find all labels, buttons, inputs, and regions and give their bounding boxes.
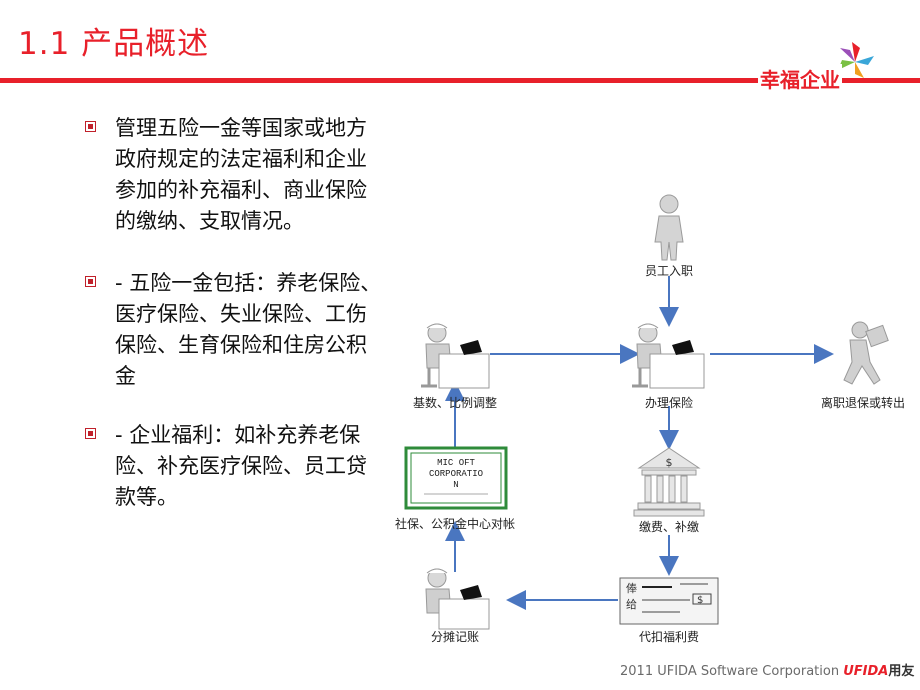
certificate-icon: MIC OFT CORPORATIO N: [404, 446, 508, 510]
node-label-leave: 离职退保或转出: [820, 396, 906, 410]
certificate-line: CORPORATIO: [429, 469, 483, 479]
desk-worker-icon: [421, 323, 490, 389]
desk-worker-icon: [425, 568, 490, 630]
node-label-onboard: 员工入职: [644, 264, 694, 278]
slide-title: 1.1 产品概述: [18, 26, 210, 62]
ufida-logo-text: UFIDA: [843, 664, 889, 679]
bullet-square-icon: [85, 121, 96, 132]
bank-building-icon: $: [633, 447, 705, 517]
cheque-text: $: [697, 595, 703, 606]
node-label-allocate: 分摊记账: [430, 630, 480, 644]
welfare-flow-diagram: MIC OFT CORPORATIO N $ 俸 给 $: [380, 180, 920, 650]
node-label-reconcile: 社保、公积金中心对帐: [394, 517, 516, 531]
bullet-text: - 企业福利：如补充养老保险、补充医疗保险、员工贷款等。: [115, 423, 367, 509]
ufida-logo-cn: 用友: [888, 664, 915, 679]
bullet-square-icon: [85, 428, 96, 439]
title-divider: [0, 78, 920, 83]
footer: 2011 UFIDA Software Corporation UFIDA用友: [620, 660, 914, 679]
copyright-text: 2011 UFIDA Software Corporation: [620, 664, 840, 679]
cheque-icon: 俸 给 $: [619, 577, 719, 625]
node-label-insure: 办理保险: [644, 396, 694, 410]
bullet-text: 管理五险一金等国家或地方政府规定的法定福利和企业参加的补充福利、商业保险的缴纳、…: [115, 116, 367, 233]
bullet-text: - 五险一金包括：养老保险、医疗保险、失业保险、工伤保险、生育保险和住房公积金: [115, 271, 382, 388]
flow-diagram-canvas: MIC OFT CORPORATIO N $ 俸 给 $: [404, 194, 889, 630]
bullet-square-icon: [85, 276, 96, 287]
certificate-line: N: [453, 480, 458, 490]
cheque-text: 给: [626, 598, 637, 611]
pinwheel-logo-icon: [838, 42, 874, 78]
brand-text: 幸福企业: [758, 64, 842, 93]
node-label-withhold: 代扣福利费: [638, 630, 700, 644]
certificate-line: MIC OFT: [437, 458, 475, 468]
node-label-pay: 缴费、补缴: [638, 520, 700, 534]
cheque-text: 俸: [626, 581, 637, 595]
person-standing-icon: [654, 194, 684, 261]
person-carrying-box-icon: [843, 321, 889, 385]
desk-worker-icon: [632, 323, 705, 389]
node-label-base-adjust: 基数、比例调整: [412, 396, 498, 410]
svg-text:$: $: [666, 456, 673, 469]
